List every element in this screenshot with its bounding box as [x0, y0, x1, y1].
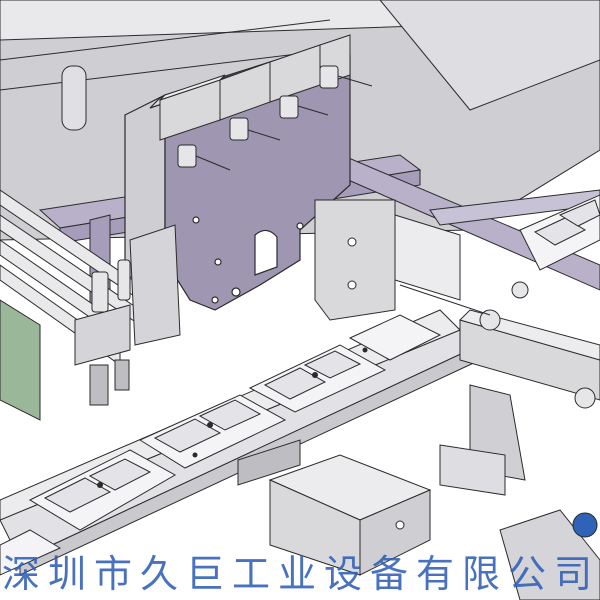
front-cylinder — [237, 439, 432, 576]
elbow-connector-icon — [399, 281, 596, 409]
right-pallet-stack — [519, 194, 600, 271]
side-block — [314, 199, 461, 321]
cylinder-icon — [74, 224, 181, 406]
pallet-row — [0, 314, 442, 576]
company-watermark: 深圳市久巨工业设备有限公司 — [0, 548, 600, 600]
watermark-text: 深圳市久巨工业设备有限公司 — [2, 552, 600, 596]
linear-slide — [439, 309, 600, 496]
valve-blocks — [159, 34, 351, 141]
label-stamp-icon — [97, 347, 368, 488]
bottom-bracket — [499, 509, 600, 600]
